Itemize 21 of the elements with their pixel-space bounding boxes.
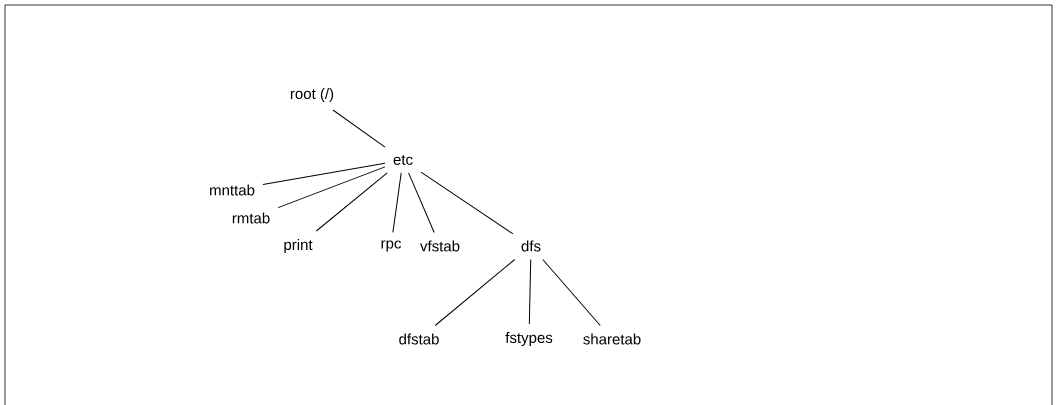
tree-node-label: vfstab — [420, 240, 460, 252]
tree-node-label: etc — [393, 155, 413, 165]
tree-node-label: fstypes — [505, 332, 553, 346]
tree-node-label: print — [284, 239, 313, 253]
tree-node-label: dfstab — [399, 333, 439, 345]
tree-branch-line — [408, 172, 435, 233]
tree-branch-line — [262, 162, 386, 186]
tree-branch-line — [277, 166, 386, 209]
tree-branch-line — [392, 172, 402, 233]
tree-node-label: rpc — [381, 240, 402, 252]
tree-node-label: rmtab — [232, 212, 270, 224]
tree-node-label: sharetab — [583, 333, 641, 345]
tree-node-label: root (/) — [290, 88, 334, 102]
tree-branch-line — [420, 171, 514, 235]
tree-node-label: dfs — [521, 240, 541, 252]
tree-branch-line — [315, 172, 388, 232]
tree-branch-line — [542, 259, 601, 326]
tree-branch-line — [332, 109, 386, 148]
tree-branch-line — [434, 259, 516, 326]
tree-branch-line — [528, 259, 532, 325]
tree-node-label: mnttab — [210, 184, 255, 196]
